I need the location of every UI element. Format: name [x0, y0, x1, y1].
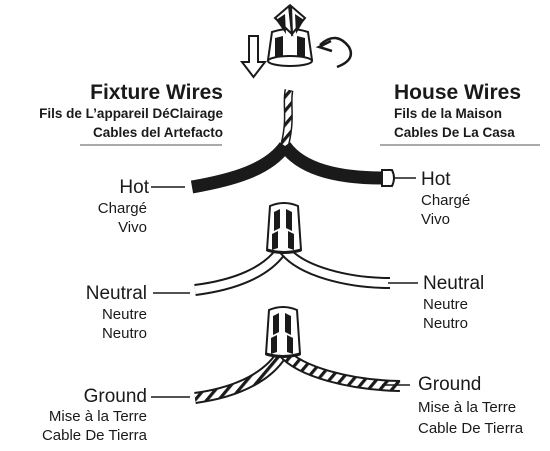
hot-label-right: Hot — [421, 169, 451, 190]
hot-es-label-left: Vivo — [118, 219, 147, 236]
fixture-wires-subtitle-fr: Fils de L’appareil DéClairage — [39, 106, 223, 121]
neutral-label-left: Neutral — [85, 283, 147, 304]
ground-label-left: Ground — [83, 386, 147, 407]
twist-arrow-icon — [315, 36, 353, 69]
house-wires-subtitle-fr: Fils de la Maison — [394, 106, 503, 121]
ground-fr-label-right: Mise à la Terre — [418, 399, 517, 416]
fixture-wires-title: Fixture Wires — [90, 81, 223, 104]
hot-label-left: Hot — [119, 177, 149, 198]
hot-fr-label-right: Chargé — [421, 192, 471, 209]
ground-label-right: Ground — [418, 374, 482, 395]
ground-es-label-right: Cable De Tierra — [418, 420, 524, 437]
neutral-es-label-left: Neutro — [101, 325, 147, 342]
neutral-fr-label-left: Neutre — [101, 306, 147, 323]
hot-es-label-right: Vivo — [421, 211, 450, 228]
hot-fr-label-left: Chargé — [97, 200, 147, 217]
neutral-fr-label-right: Neutre — [423, 296, 469, 313]
fixture-wires-subtitle-es: Cables del Artefacto — [92, 125, 223, 140]
house-wires-subtitle-es: Cables De La Casa — [394, 125, 515, 140]
neutral-label-right: Neutral — [423, 273, 485, 294]
ground-es-label-left: Cable De Tierra — [41, 427, 147, 444]
neutral-es-label-right: Neutro — [423, 315, 469, 332]
ground-fr-label-left: Mise à la Terre — [48, 408, 147, 425]
down-arrow-icon — [239, 35, 268, 79]
wire-nut-icon — [266, 3, 314, 67]
house-wires-title: House Wires — [394, 81, 522, 104]
